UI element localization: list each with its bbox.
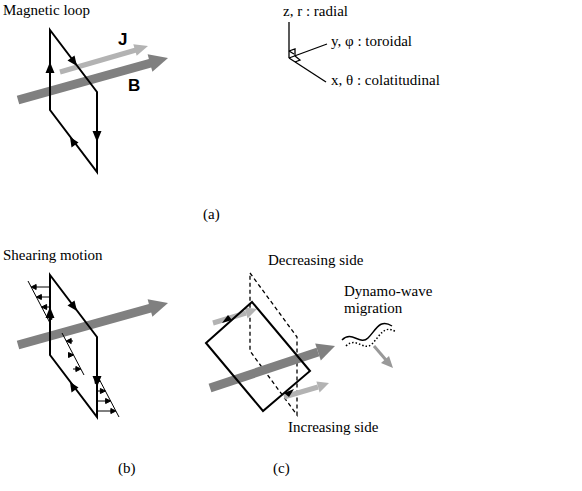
migration-arrow [374,346,386,360]
loop-arrowheads [222,315,294,397]
migration-head [381,356,393,368]
b-field-head [148,299,168,316]
label: B [128,76,140,96]
wave-solid [342,323,392,340]
label: Decreasing side [268,252,363,269]
b-field-arrow [210,352,318,388]
label: Dynamo-wave migration [344,283,444,318]
b-field-head [148,54,168,71]
label: y, φ : toroidal [331,33,412,50]
current-head [244,307,257,318]
current-head [316,381,329,392]
panel-b-art [18,275,168,417]
shear-arrows [28,281,119,417]
panel-a-art [18,22,327,172]
loop-arrowheads [46,56,102,148]
label: (a) [203,206,220,223]
label: J [118,30,127,50]
dashed-plane [250,273,297,415]
b-field-head [315,344,335,361]
axes [289,22,327,82]
magnetic-loop [50,30,97,172]
current-head [133,44,148,56]
tilted-loop [206,302,310,411]
current-arrow [60,50,136,72]
loop-arrowheads [46,301,102,393]
b-field-arrow [18,308,151,345]
magnetic-loop [50,275,97,417]
label: z, r : radial [283,3,348,20]
label: x, θ : colatitudinal [331,72,440,89]
label: Increasing side [288,419,378,436]
wave-dotted [346,329,396,346]
b-field-arrow [18,63,151,100]
label: Shearing motion [3,247,103,264]
label: (c) [273,460,290,477]
label: (b) [118,460,136,477]
label: Magnetic loop [3,2,90,19]
